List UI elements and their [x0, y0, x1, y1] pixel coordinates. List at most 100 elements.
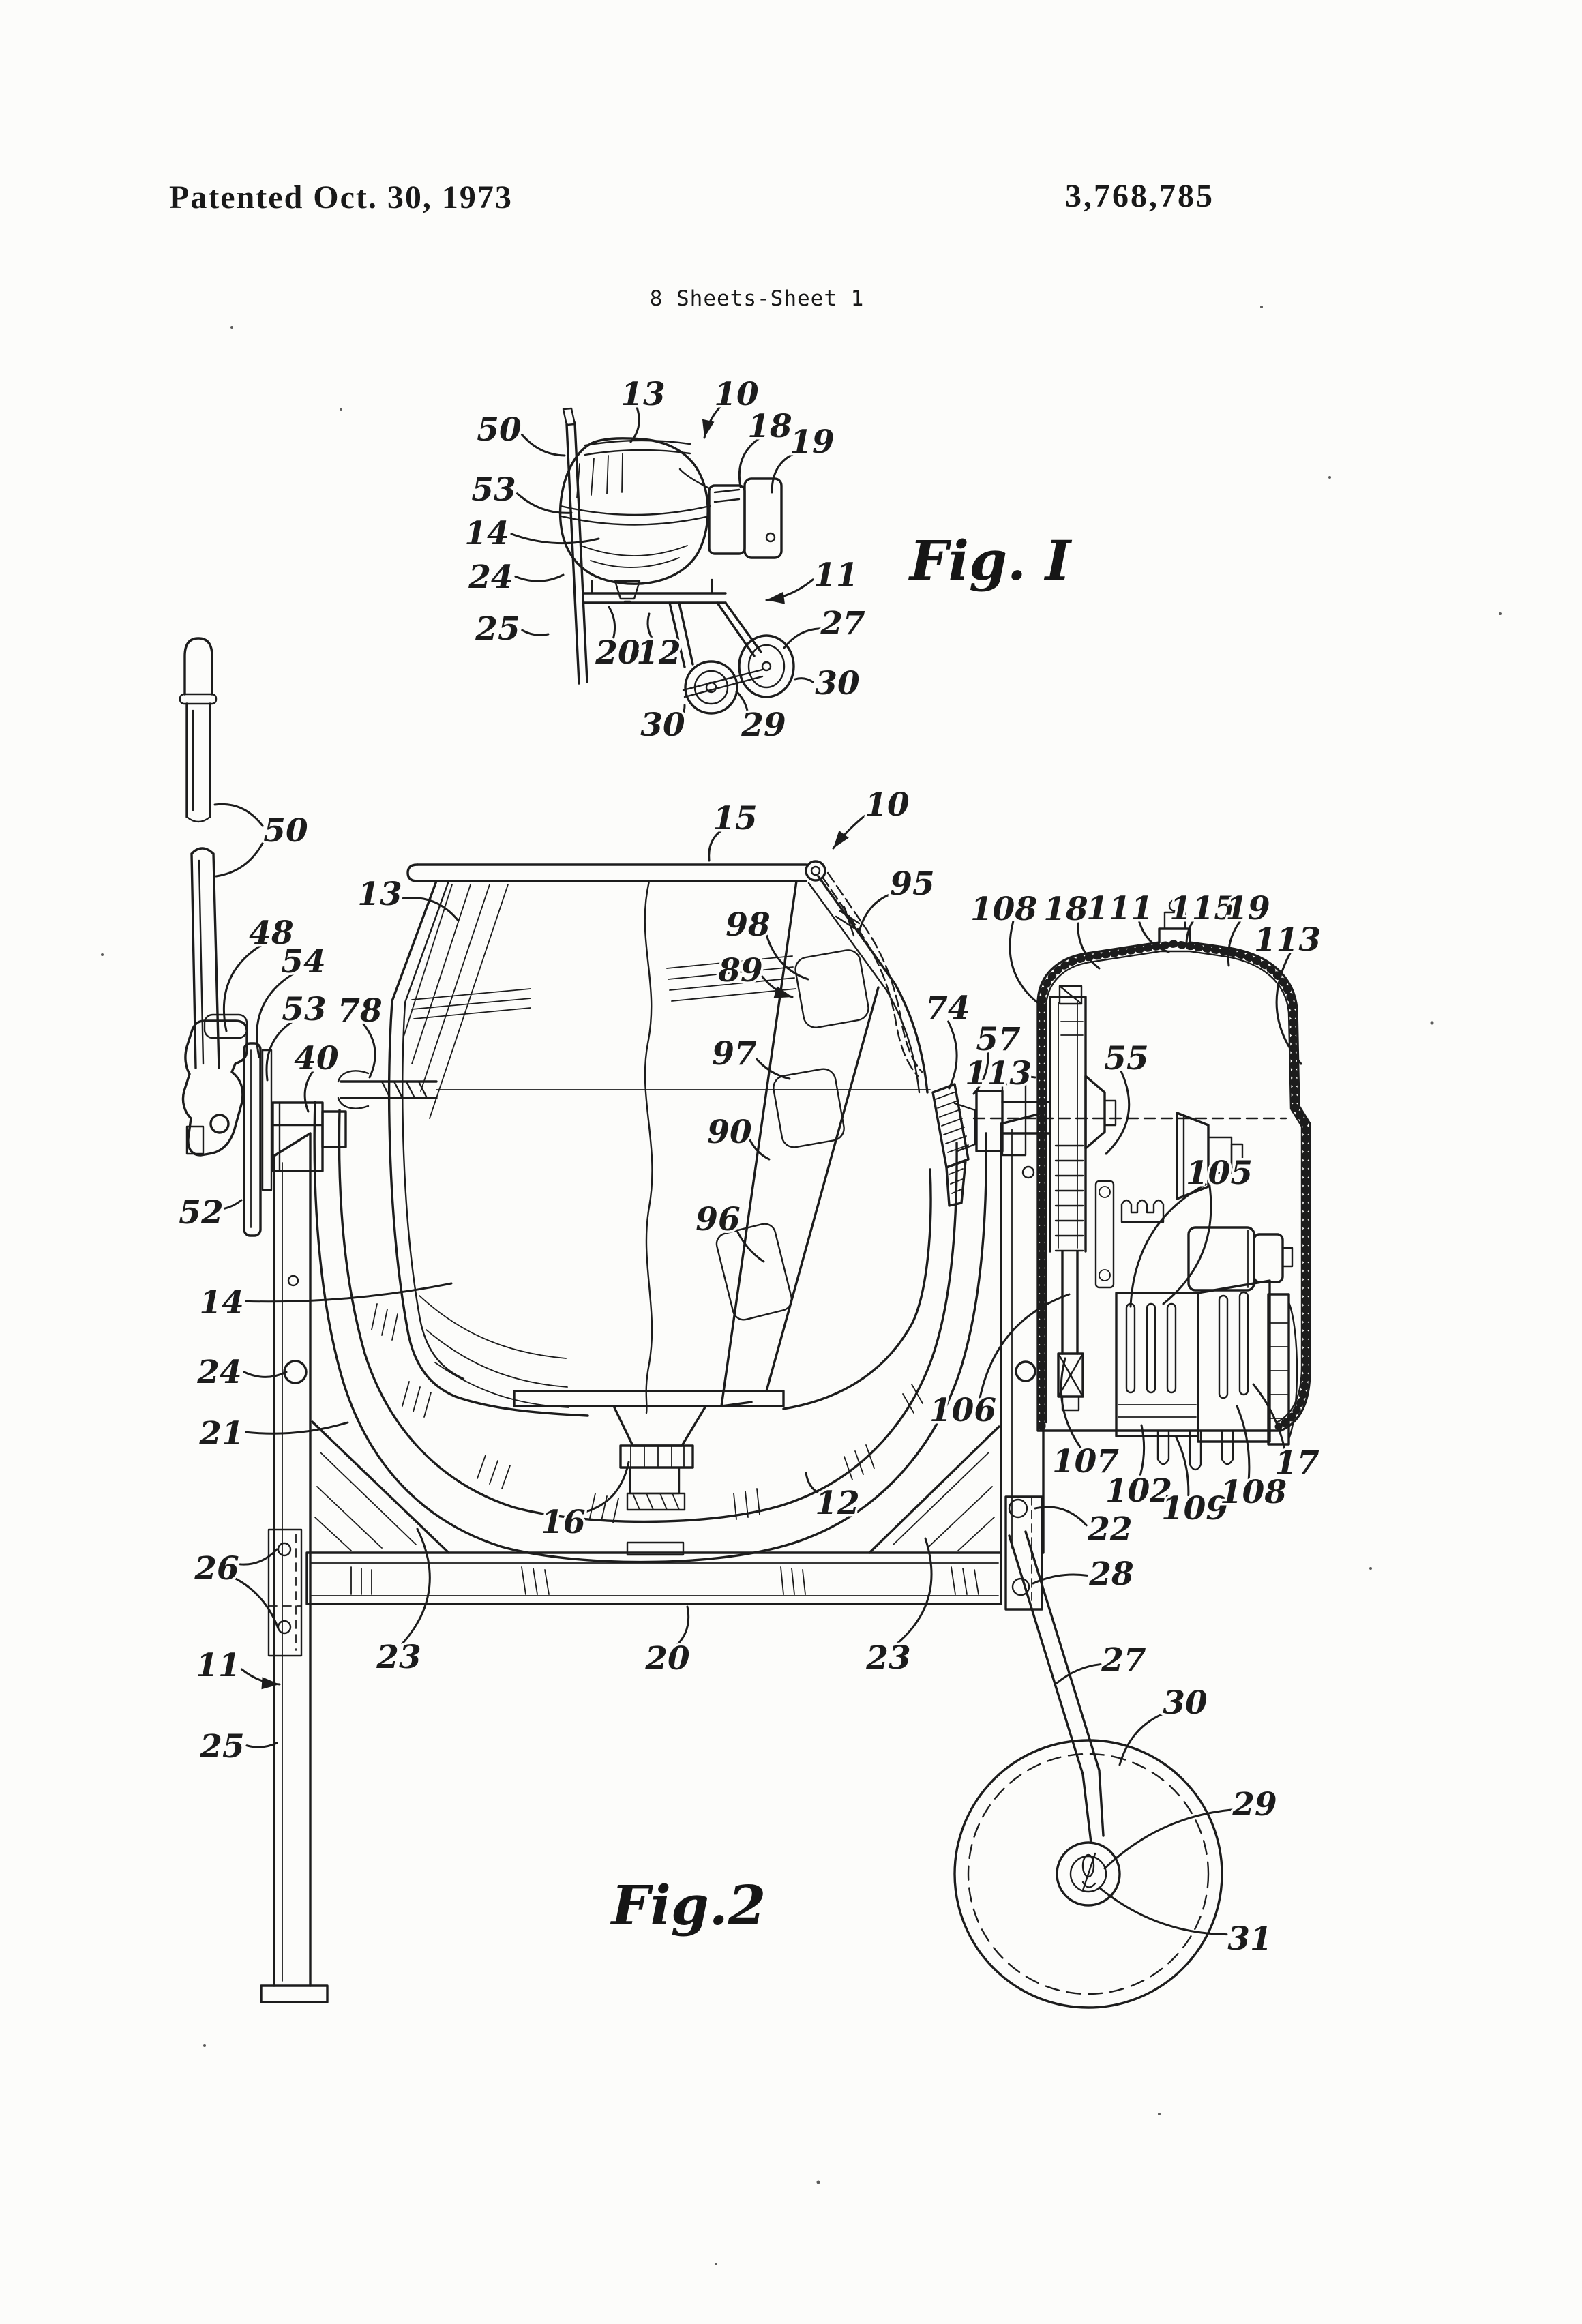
- fig1-stand: [582, 592, 727, 604]
- leader-arrowhead: [261, 1677, 280, 1690]
- ref-label-50: 50: [477, 411, 522, 449]
- ref-label-50: 50: [263, 812, 308, 850]
- leader-line: [1236, 1405, 1251, 1480]
- ref-label-30: 30: [1163, 1684, 1208, 1722]
- outer-tub: [313, 1101, 987, 1564]
- leader-line: [756, 1058, 791, 1080]
- ref-label-29: 29: [741, 706, 786, 744]
- leader-line: [771, 451, 799, 494]
- ref-label-10: 10: [714, 376, 759, 413]
- leader-line: [401, 1528, 431, 1645]
- fig1-rear-wheel: [738, 634, 795, 698]
- ref-label-20: 20: [595, 634, 640, 672]
- engine: [1094, 1180, 1298, 1471]
- leader-line: [675, 1605, 690, 1647]
- leader-line: [608, 606, 616, 640]
- leader-line: [978, 1293, 1071, 1401]
- leader-line: [895, 1537, 933, 1646]
- ref-label-95: 95: [890, 865, 934, 903]
- ref-label-89: 89: [717, 952, 762, 989]
- ring-gear: [931, 1083, 1027, 1207]
- ref-label-18: 18: [747, 408, 792, 445]
- leader-line: [1103, 1808, 1234, 1870]
- leader-line: [1056, 1663, 1102, 1684]
- leader-line: [245, 1742, 278, 1748]
- patent-number: 3,768,785: [1065, 178, 1214, 214]
- ref-label-27: 27: [1101, 1641, 1146, 1679]
- belt-pulley: [1267, 1293, 1290, 1446]
- ref-label-26: 26: [194, 1550, 239, 1588]
- leader-line: [1021, 1073, 1036, 1079]
- leader-line: [1077, 919, 1101, 970]
- ref-label-97: 97: [712, 1035, 757, 1073]
- ref-label-16: 16: [541, 1504, 585, 1541]
- leader-line: [765, 932, 809, 981]
- leader-line: [805, 1472, 821, 1495]
- mixing-drum: [388, 860, 932, 1417]
- leader-line: [972, 1050, 989, 1095]
- leader-line: [1227, 920, 1242, 967]
- ref-label-11: 11: [196, 1647, 240, 1684]
- leader-line: [629, 406, 640, 443]
- leader-line: [1252, 1383, 1286, 1452]
- cooling-fins: [1115, 1292, 1199, 1437]
- fig1-caption: Fig. I: [908, 528, 1073, 593]
- patented-date: Patented Oct. 30, 1973: [169, 179, 513, 215]
- ref-label-23: 23: [865, 1639, 910, 1677]
- leader-line: [223, 1199, 243, 1210]
- leader-line: [708, 829, 723, 862]
- ref-label-53: 53: [282, 991, 326, 1028]
- ref-label-18: 18: [1043, 891, 1088, 928]
- ref-label-102: 102: [1105, 1472, 1172, 1510]
- ref-label-74: 74: [925, 989, 970, 1027]
- leader-line: [1105, 1071, 1131, 1155]
- break-line: [644, 880, 653, 1414]
- leader-line: [1275, 952, 1302, 1065]
- sheet-info: 8 Sheets-Sheet 1: [649, 286, 865, 311]
- ref-label-19: 19: [1225, 890, 1270, 927]
- leader-arrowhead: [773, 986, 792, 998]
- wheel-assembly: [953, 1530, 1223, 2009]
- ref-label-31: 31: [1227, 1920, 1272, 1958]
- hand-lever: [179, 637, 220, 1069]
- leader-line: [783, 627, 822, 649]
- leader-line: [516, 492, 573, 514]
- ref-label-113: 113: [1254, 921, 1321, 959]
- ref-label-108: 108: [970, 891, 1037, 928]
- ref-label-25: 25: [475, 610, 520, 648]
- ref-label-17: 17: [1274, 1444, 1319, 1482]
- leader-line: [646, 612, 654, 641]
- ref-label-30: 30: [815, 665, 860, 702]
- leader-line: [233, 1577, 280, 1630]
- ref-label-14: 14: [199, 1284, 243, 1322]
- ref-label-54: 54: [281, 943, 325, 981]
- leader-line: [1174, 1435, 1190, 1497]
- ref-label-11: 11: [814, 556, 858, 594]
- trunnion-rod: [337, 1070, 931, 1109]
- ref-label-12: 12: [815, 1485, 859, 1522]
- fig1-front-wheel: [684, 660, 738, 715]
- ref-label-23: 23: [376, 1639, 421, 1676]
- ref-label-78: 78: [338, 992, 382, 1030]
- ref-label-19: 19: [790, 423, 834, 461]
- ref-label-27: 27: [820, 605, 865, 642]
- ref-label-28: 28: [1088, 1555, 1133, 1593]
- ref-label-107: 107: [1052, 1443, 1119, 1480]
- ref-label-48: 48: [249, 914, 293, 952]
- fig2-caption: Fig.2: [610, 1873, 766, 1937]
- leader-line: [520, 433, 566, 457]
- leader-line: [858, 891, 895, 933]
- ref-label-106: 106: [929, 1392, 996, 1429]
- leader-line: [1060, 1357, 1082, 1449]
- figure-1-drawing: [558, 407, 795, 715]
- ref-label-96: 96: [696, 1201, 740, 1238]
- ref-label-53: 53: [471, 471, 516, 509]
- leader-line: [734, 1227, 765, 1263]
- leader-line: [245, 1421, 349, 1435]
- ref-label-20: 20: [644, 1640, 690, 1678]
- leader-line: [362, 1023, 376, 1079]
- leader-line: [1139, 1424, 1146, 1478]
- ref-label-90: 90: [707, 1114, 752, 1151]
